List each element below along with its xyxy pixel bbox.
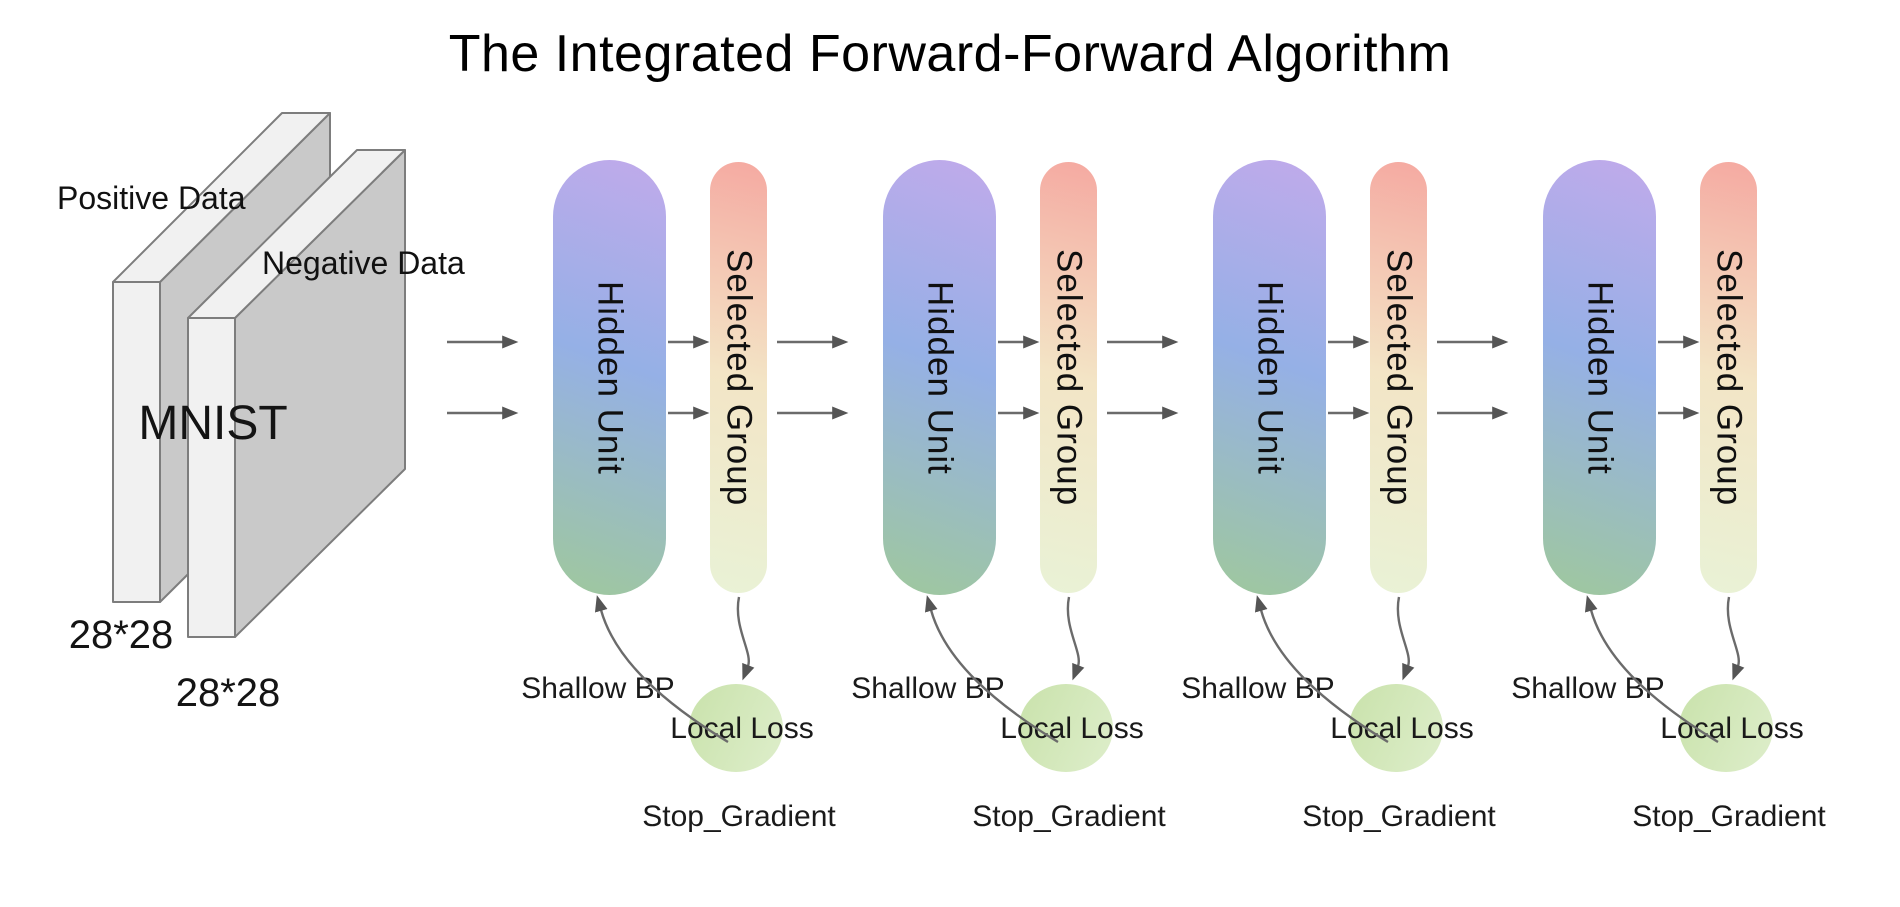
selected-group-label: Selected Group [719,248,759,507]
negative-size-label: 28*28 [175,671,281,715]
hidden-unit-label: Hidden Unit [920,280,960,475]
negative-data-label: Negative Data [262,245,465,281]
selected-group-label: Selected Group [1709,248,1749,507]
local-loss-label: Local Loss [670,712,814,745]
hidden-unit-pill: Hidden Unit [883,160,996,595]
diagram-title: The Integrated Forward-Forward Algorithm [448,25,1452,83]
stop-gradient-label: Stop_Gradient [1302,800,1496,833]
stop-gradient-label: Stop_Gradient [972,800,1166,833]
forward-forward-block: Hidden Unit Selected Group Shallow BP Lo… [1511,0,1873,907]
selected-group-pill: Selected Group [1040,162,1097,593]
shallow-bp-label: Shallow BP [1511,672,1665,705]
positive-size-label: 28*28 [68,613,174,657]
local-loss-label: Local Loss [1330,712,1474,745]
hidden-unit-label: Hidden Unit [1250,280,1290,475]
shallow-bp-label: Shallow BP [1181,672,1335,705]
stop-gradient-label: Stop_Gradient [1632,800,1826,833]
selected-group-pill: Selected Group [1370,162,1427,593]
selected-group-pill: Selected Group [710,162,767,593]
stop-gradient-label: Stop_Gradient [642,800,836,833]
hidden-unit-label: Hidden Unit [590,280,630,475]
hidden-unit-pill: Hidden Unit [553,160,666,595]
selected-group-pill: Selected Group [1700,162,1757,593]
positive-data-label: Positive Data [57,180,246,216]
mnist-dataset-label: MNIST [138,397,288,450]
forward-forward-block: Hidden Unit Selected Group Shallow BP Lo… [851,0,1213,907]
hidden-unit-label: Hidden Unit [1580,280,1620,475]
shallow-bp-label: Shallow BP [521,672,675,705]
selected-group-label: Selected Group [1049,248,1089,507]
hidden-unit-pill: Hidden Unit [1543,160,1656,595]
selected-group-label: Selected Group [1379,248,1419,507]
forward-forward-block: Hidden Unit Selected Group Shallow BP Lo… [521,0,883,907]
hidden-unit-pill: Hidden Unit [1213,160,1326,595]
forward-forward-block: Hidden Unit Selected Group Shallow BP Lo… [1181,0,1543,907]
shallow-bp-label: Shallow BP [851,672,1005,705]
local-loss-label: Local Loss [1000,712,1144,745]
local-loss-label: Local Loss [1660,712,1804,745]
